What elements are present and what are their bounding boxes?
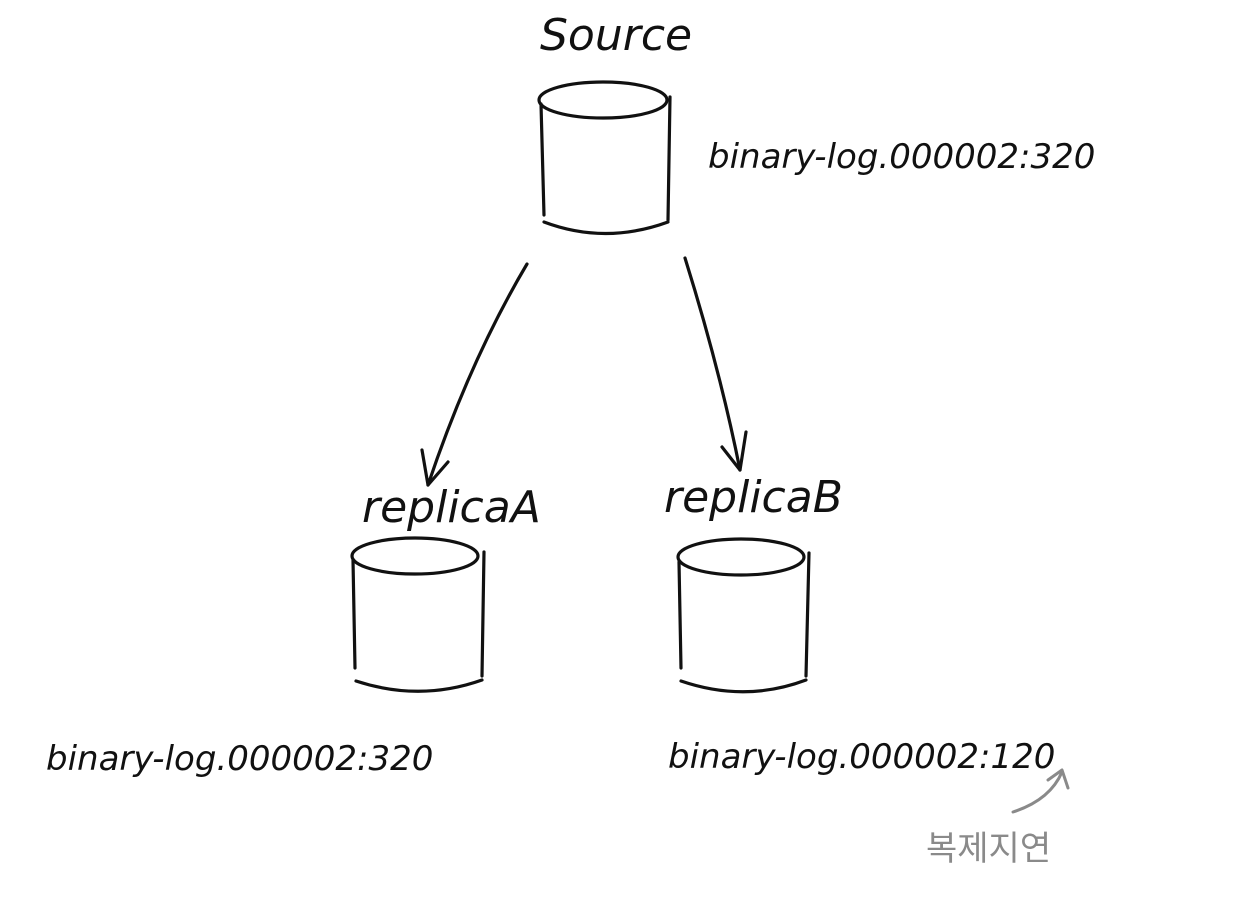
replica-a-binlog-position: binary-log.000002:320 (46, 739, 433, 779)
source-database-icon (537, 80, 672, 236)
source-binlog-position: binary-log.000002:320 (708, 137, 1095, 177)
replication-lag-note: 복제지연 (926, 829, 1051, 869)
source-label: Source (540, 10, 692, 61)
source-node: Source binary-log.000002:320 (537, 10, 1095, 236)
replica-a-database-icon (350, 536, 486, 693)
replication-lag-annotation: 복제지연 (926, 768, 1070, 869)
annotation-arrow-line (1011, 770, 1064, 814)
replica-a-node: replicaA binary-log.000002:320 (46, 482, 541, 779)
replica-b-node: replicaB binary-log.000002:120 (664, 472, 1055, 777)
replica-a-label: replicaA (362, 482, 541, 533)
replica-b-binlog-position: binary-log.000002:120 (668, 737, 1055, 777)
replica-b-label: replicaB (664, 472, 843, 523)
annotation-arrow-head (1046, 768, 1070, 790)
arrow-source-to-replica-b (683, 256, 748, 472)
arrow-source-to-replica-a (420, 262, 529, 487)
replica-b-database-icon (676, 537, 811, 694)
